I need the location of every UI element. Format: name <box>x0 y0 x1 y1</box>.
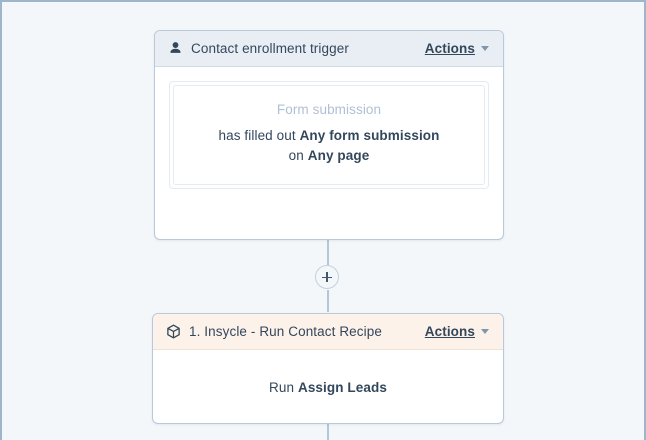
criteria-line-1-value: Any form submission <box>299 128 440 143</box>
action-summary-prefix: Run <box>269 379 298 395</box>
cube-icon <box>165 323 182 340</box>
trigger-card-title: Contact enrollment trigger <box>191 41 349 56</box>
criteria-line-1-prefix: has filled out <box>218 128 300 143</box>
trigger-card[interactable]: Contact enrollment trigger Actions Form … <box>154 30 504 240</box>
criteria-line-1: has filled out Any form submission <box>188 126 470 146</box>
criteria-line-2-value: Any page <box>307 148 370 163</box>
contact-person-icon <box>167 40 184 57</box>
trigger-card-body: Form submission has filled out Any form … <box>155 67 503 203</box>
action-summary-value: Assign Leads <box>297 379 387 395</box>
action-card-body: Run Assign Leads <box>153 350 503 423</box>
connector-line-middle <box>327 290 329 312</box>
connector-line-top <box>327 240 329 268</box>
criteria-line-2: on Any page <box>188 146 470 166</box>
action-card-title: 1. Insycle - Run Contact Recipe <box>189 324 382 339</box>
trigger-actions-button[interactable]: Actions <box>425 41 489 56</box>
trigger-actions-label: Actions <box>424 41 475 56</box>
connector-line-bottom <box>327 424 329 440</box>
add-step-button[interactable] <box>315 265 339 289</box>
chevron-down-icon <box>481 46 489 51</box>
criteria-inner-box[interactable]: Form submission has filled out Any form … <box>173 85 485 185</box>
criteria-line-2-prefix: on <box>288 148 308 163</box>
chevron-down-icon <box>481 329 489 334</box>
action-summary-text: Run Assign Leads <box>269 380 387 395</box>
action-actions-button[interactable]: Actions <box>425 324 489 339</box>
trigger-card-header: Contact enrollment trigger Actions <box>155 31 503 67</box>
action-card[interactable]: 1. Insycle - Run Contact Recipe Actions … <box>152 313 504 424</box>
action-actions-label: Actions <box>424 324 475 339</box>
criteria-outer-box: Form submission has filled out Any form … <box>169 81 489 189</box>
action-card-header: 1. Insycle - Run Contact Recipe Actions <box>153 314 503 350</box>
criteria-type-label: Form submission <box>276 102 382 117</box>
